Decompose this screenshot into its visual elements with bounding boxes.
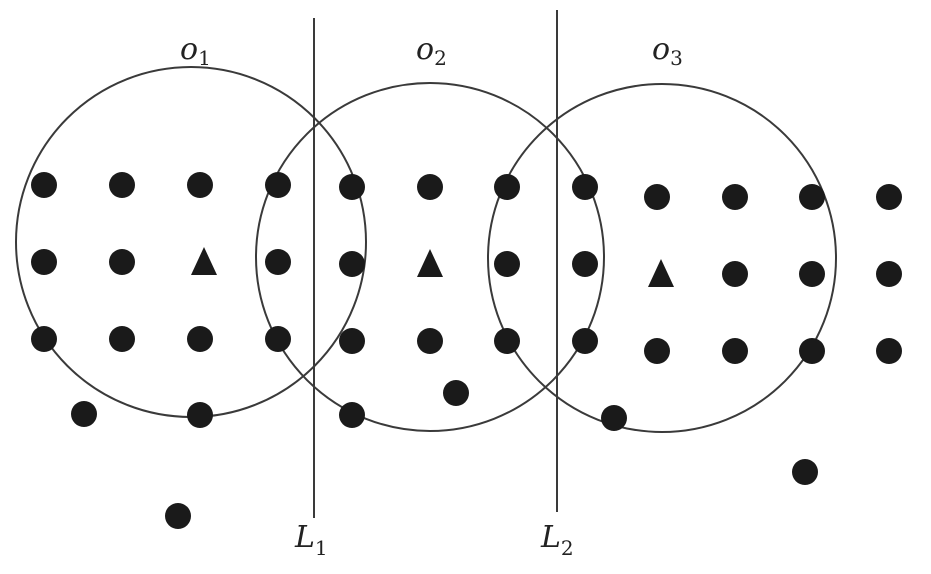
data-point (494, 251, 520, 277)
centroid-triangle-o3 (648, 259, 674, 287)
data-point (443, 380, 469, 406)
centroid-triangle-o2 (417, 249, 443, 277)
data-point (494, 174, 520, 200)
data-point (339, 402, 365, 428)
data-point (644, 338, 670, 364)
data-point (109, 172, 135, 198)
data-point (601, 405, 627, 431)
data-point (109, 326, 135, 352)
label-L1: L1 (294, 520, 328, 560)
data-point (31, 249, 57, 275)
circle-o2 (255, 82, 605, 432)
label-o1: o1 (180, 32, 211, 70)
data-point (31, 326, 57, 352)
data-point (187, 172, 213, 198)
data-point (109, 249, 135, 275)
data-point (265, 326, 291, 352)
circle-o3 (487, 83, 837, 433)
data-point (722, 261, 748, 287)
data-point (799, 184, 825, 210)
data-point (265, 172, 291, 198)
data-point (572, 328, 598, 354)
label-L2: L2 (540, 520, 574, 560)
centroid-triangle-o1 (191, 247, 217, 275)
data-point (572, 251, 598, 277)
data-point (31, 172, 57, 198)
data-point (417, 174, 443, 200)
data-point (417, 328, 443, 354)
data-point (71, 401, 97, 427)
data-point (572, 174, 598, 200)
label-o3: o3 (652, 32, 683, 70)
data-point (187, 326, 213, 352)
data-point (339, 174, 365, 200)
data-point (644, 184, 670, 210)
label-o2: o2 (416, 32, 447, 70)
data-point (722, 338, 748, 364)
data-point (792, 459, 818, 485)
data-point (722, 184, 748, 210)
data-point (339, 251, 365, 277)
data-point (339, 328, 365, 354)
data-point (165, 503, 191, 529)
data-point (799, 261, 825, 287)
data-point (799, 338, 825, 364)
data-point (265, 249, 291, 275)
data-point (494, 328, 520, 354)
data-point (187, 402, 213, 428)
data-point (876, 261, 902, 287)
data-point (876, 338, 902, 364)
data-point (876, 184, 902, 210)
